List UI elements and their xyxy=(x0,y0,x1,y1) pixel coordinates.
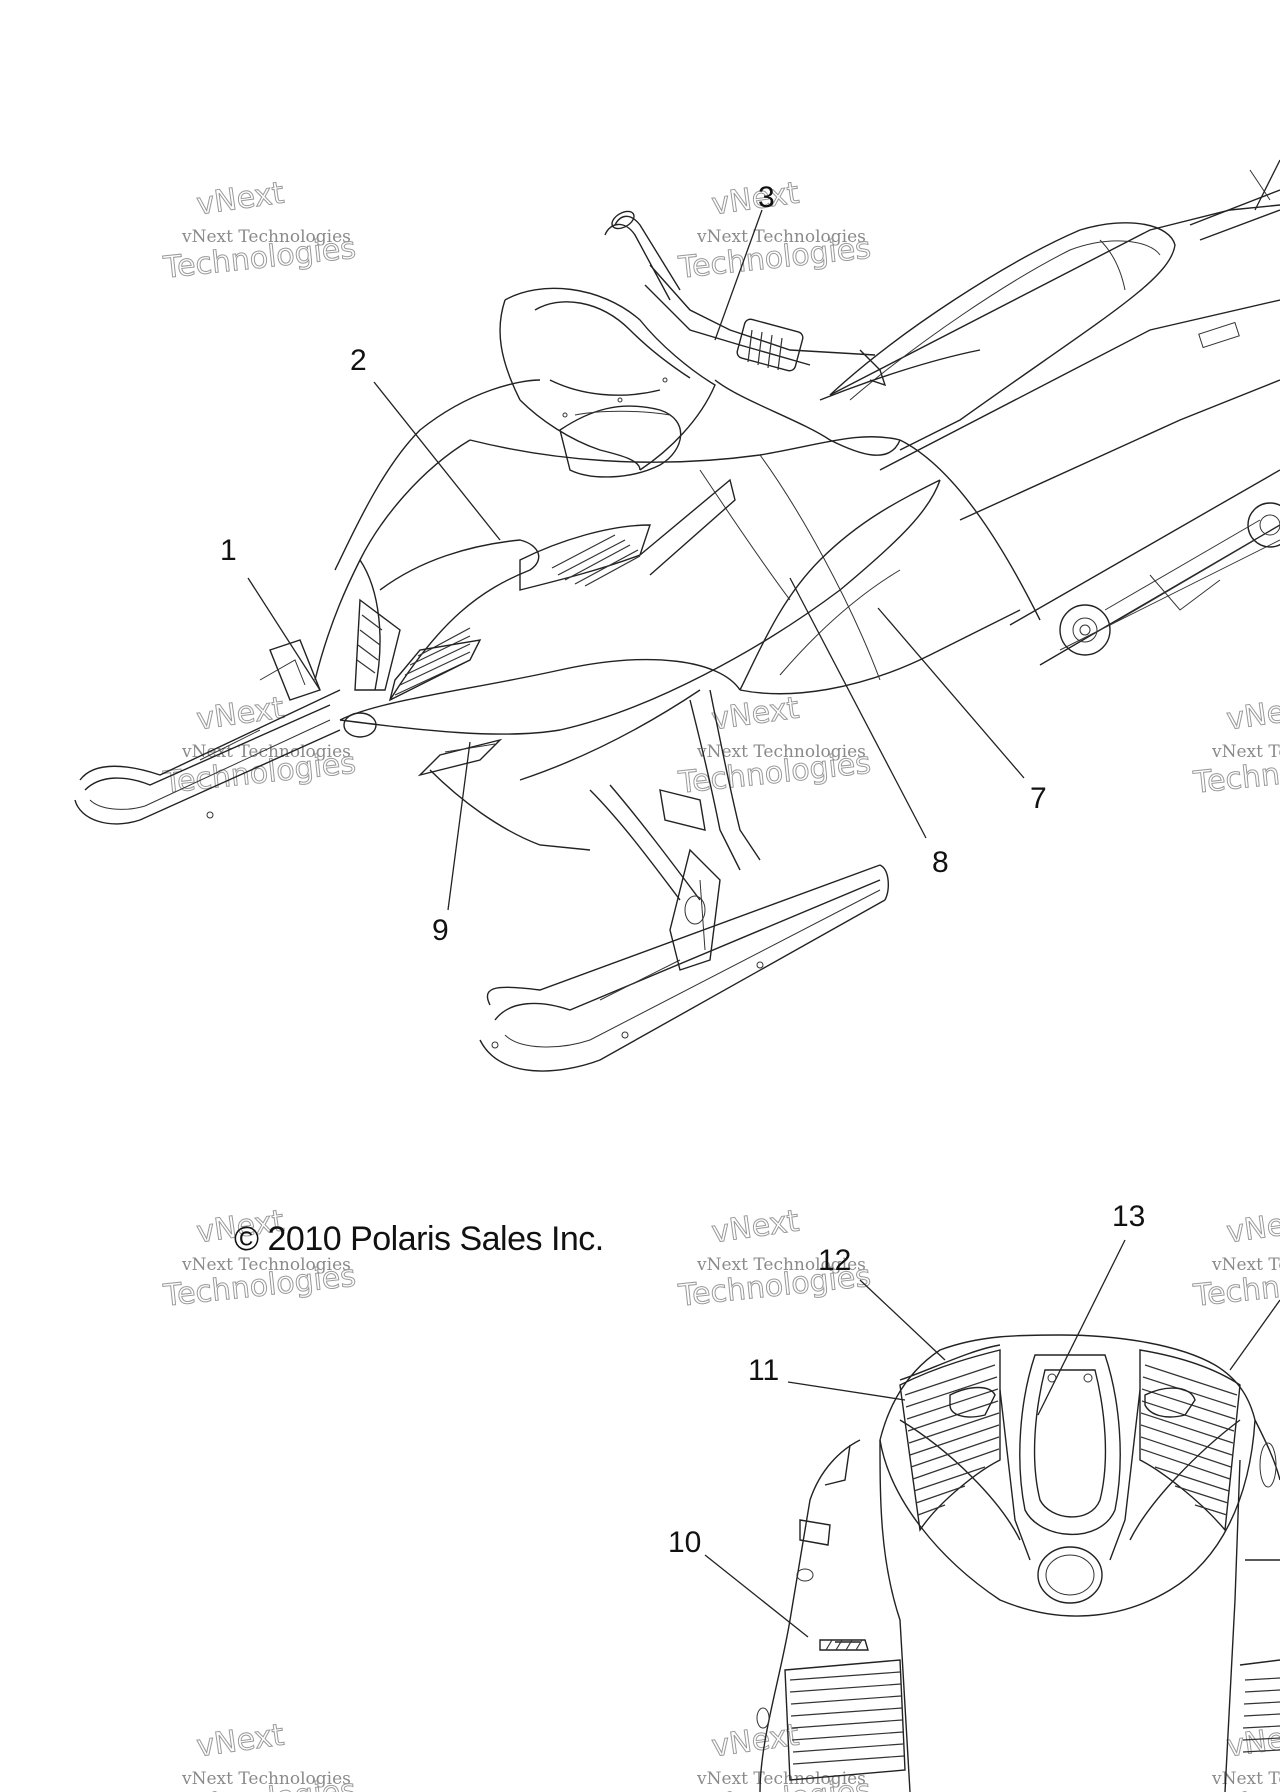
watermark: vNext vNext Technologies Technologies xyxy=(161,175,358,286)
watermark: vNext vNext Technologies Technologies xyxy=(676,1717,873,1792)
svg-text:vNext: vNext xyxy=(194,1718,286,1765)
hood-top-view-illustration xyxy=(756,1334,1280,1792)
svg-text:vNext: vNext xyxy=(709,1204,801,1251)
svg-text:vNext Technologies: vNext Technologies xyxy=(181,1255,351,1275)
svg-text:vNext: vNext xyxy=(709,176,801,223)
svg-text:vNext Technologies: vNext Technologies xyxy=(1211,1255,1280,1275)
watermark: vNext vNext Technologies Technologies xyxy=(676,690,873,801)
callout-9: 9 xyxy=(432,914,449,947)
svg-text:vNext Technologies: vNext Technologies xyxy=(1211,1769,1280,1789)
callout-13: 13 xyxy=(1112,1200,1145,1233)
svg-text:vNext Technologies: vNext Technologies xyxy=(696,1769,866,1789)
watermark: vNext vNext Technologies Technologies xyxy=(1191,690,1280,801)
watermark: vNext vNext Technologies Technologies xyxy=(161,1717,358,1792)
callout-1: 1 xyxy=(220,534,237,567)
svg-text:vNext Technologies: vNext Technologies xyxy=(696,227,866,247)
callout-12: 12 xyxy=(818,1244,851,1277)
svg-text:vNext: vNext xyxy=(1224,1718,1280,1765)
svg-text:vNext Technologies: vNext Technologies xyxy=(181,227,351,247)
svg-text:vNext Technologies: vNext Technologies xyxy=(696,1255,866,1275)
svg-text:vNext Technologies: vNext Technologies xyxy=(181,1769,351,1789)
watermarks: vNext vNext Technologies Technologies vN… xyxy=(161,175,1280,1792)
callout-11: 11 xyxy=(748,1354,779,1387)
callout-7: 7 xyxy=(1030,782,1047,815)
svg-text:vNext: vNext xyxy=(1224,1204,1280,1251)
callout-2: 2 xyxy=(350,344,367,377)
svg-text:vNext Technologies: vNext Technologies xyxy=(181,742,351,762)
snowmobile-illustration xyxy=(74,169,1280,1072)
leader-lines-top xyxy=(247,159,1280,911)
svg-text:vNext: vNext xyxy=(194,176,286,223)
leader-lines-bottom xyxy=(704,1239,1280,1638)
callout-10: 10 xyxy=(668,1526,701,1559)
watermark: vNext vNext Technologies Technologies xyxy=(1191,1203,1280,1314)
svg-text:vNext: vNext xyxy=(709,691,801,738)
watermark: vNext vNext Technologies Technologies xyxy=(1191,1717,1280,1792)
callout-8: 8 xyxy=(932,846,949,879)
callout-labels: 1 2 3 7 8 9 10 11 12 13 xyxy=(220,181,1145,1559)
callout-3: 3 xyxy=(758,181,775,214)
svg-text:vNext Technologies: vNext Technologies xyxy=(696,742,866,762)
copyright-text: © 2010 Polaris Sales Inc. xyxy=(234,1220,604,1258)
svg-text:vNext: vNext xyxy=(1224,691,1280,738)
svg-text:vNext Technologies: vNext Technologies xyxy=(1211,742,1280,762)
